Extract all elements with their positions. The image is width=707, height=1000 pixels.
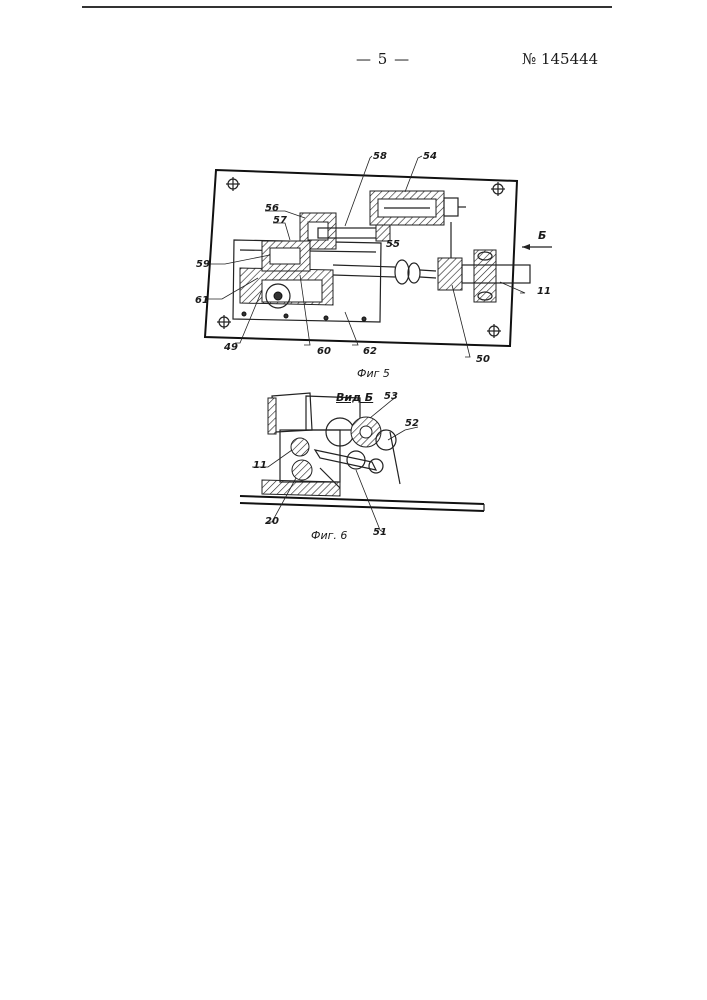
label-61: 61 (195, 296, 209, 306)
label-11: 11 (537, 287, 551, 297)
view-b-title: Вид Б (336, 393, 373, 403)
label-49: 49 (224, 343, 238, 353)
label-20: 20 (265, 517, 279, 527)
figure-5-caption: Фиг 5 (357, 367, 390, 380)
label-54: 54 (423, 152, 437, 162)
label-55: 55 (386, 240, 400, 250)
label-60: 60 (317, 347, 331, 357)
label-57: 57 (273, 216, 287, 226)
label-51: 51 (373, 528, 387, 538)
label-62: 62 (363, 347, 377, 357)
label-58: 58 (373, 152, 387, 162)
label-50: 50 (476, 355, 490, 365)
figure-6-caption: Фиг. 6 (311, 529, 347, 542)
label-11-fig6: 11 (253, 461, 267, 471)
label-view-b-arrow: Б (538, 231, 546, 241)
label-59: 59 (196, 260, 210, 270)
label-56: 56 (265, 204, 279, 214)
label-52: 52 (405, 419, 419, 429)
figure-6-drawing (240, 393, 484, 532)
label-53: 53 (384, 392, 398, 402)
figure-5-drawing (205, 156, 552, 357)
